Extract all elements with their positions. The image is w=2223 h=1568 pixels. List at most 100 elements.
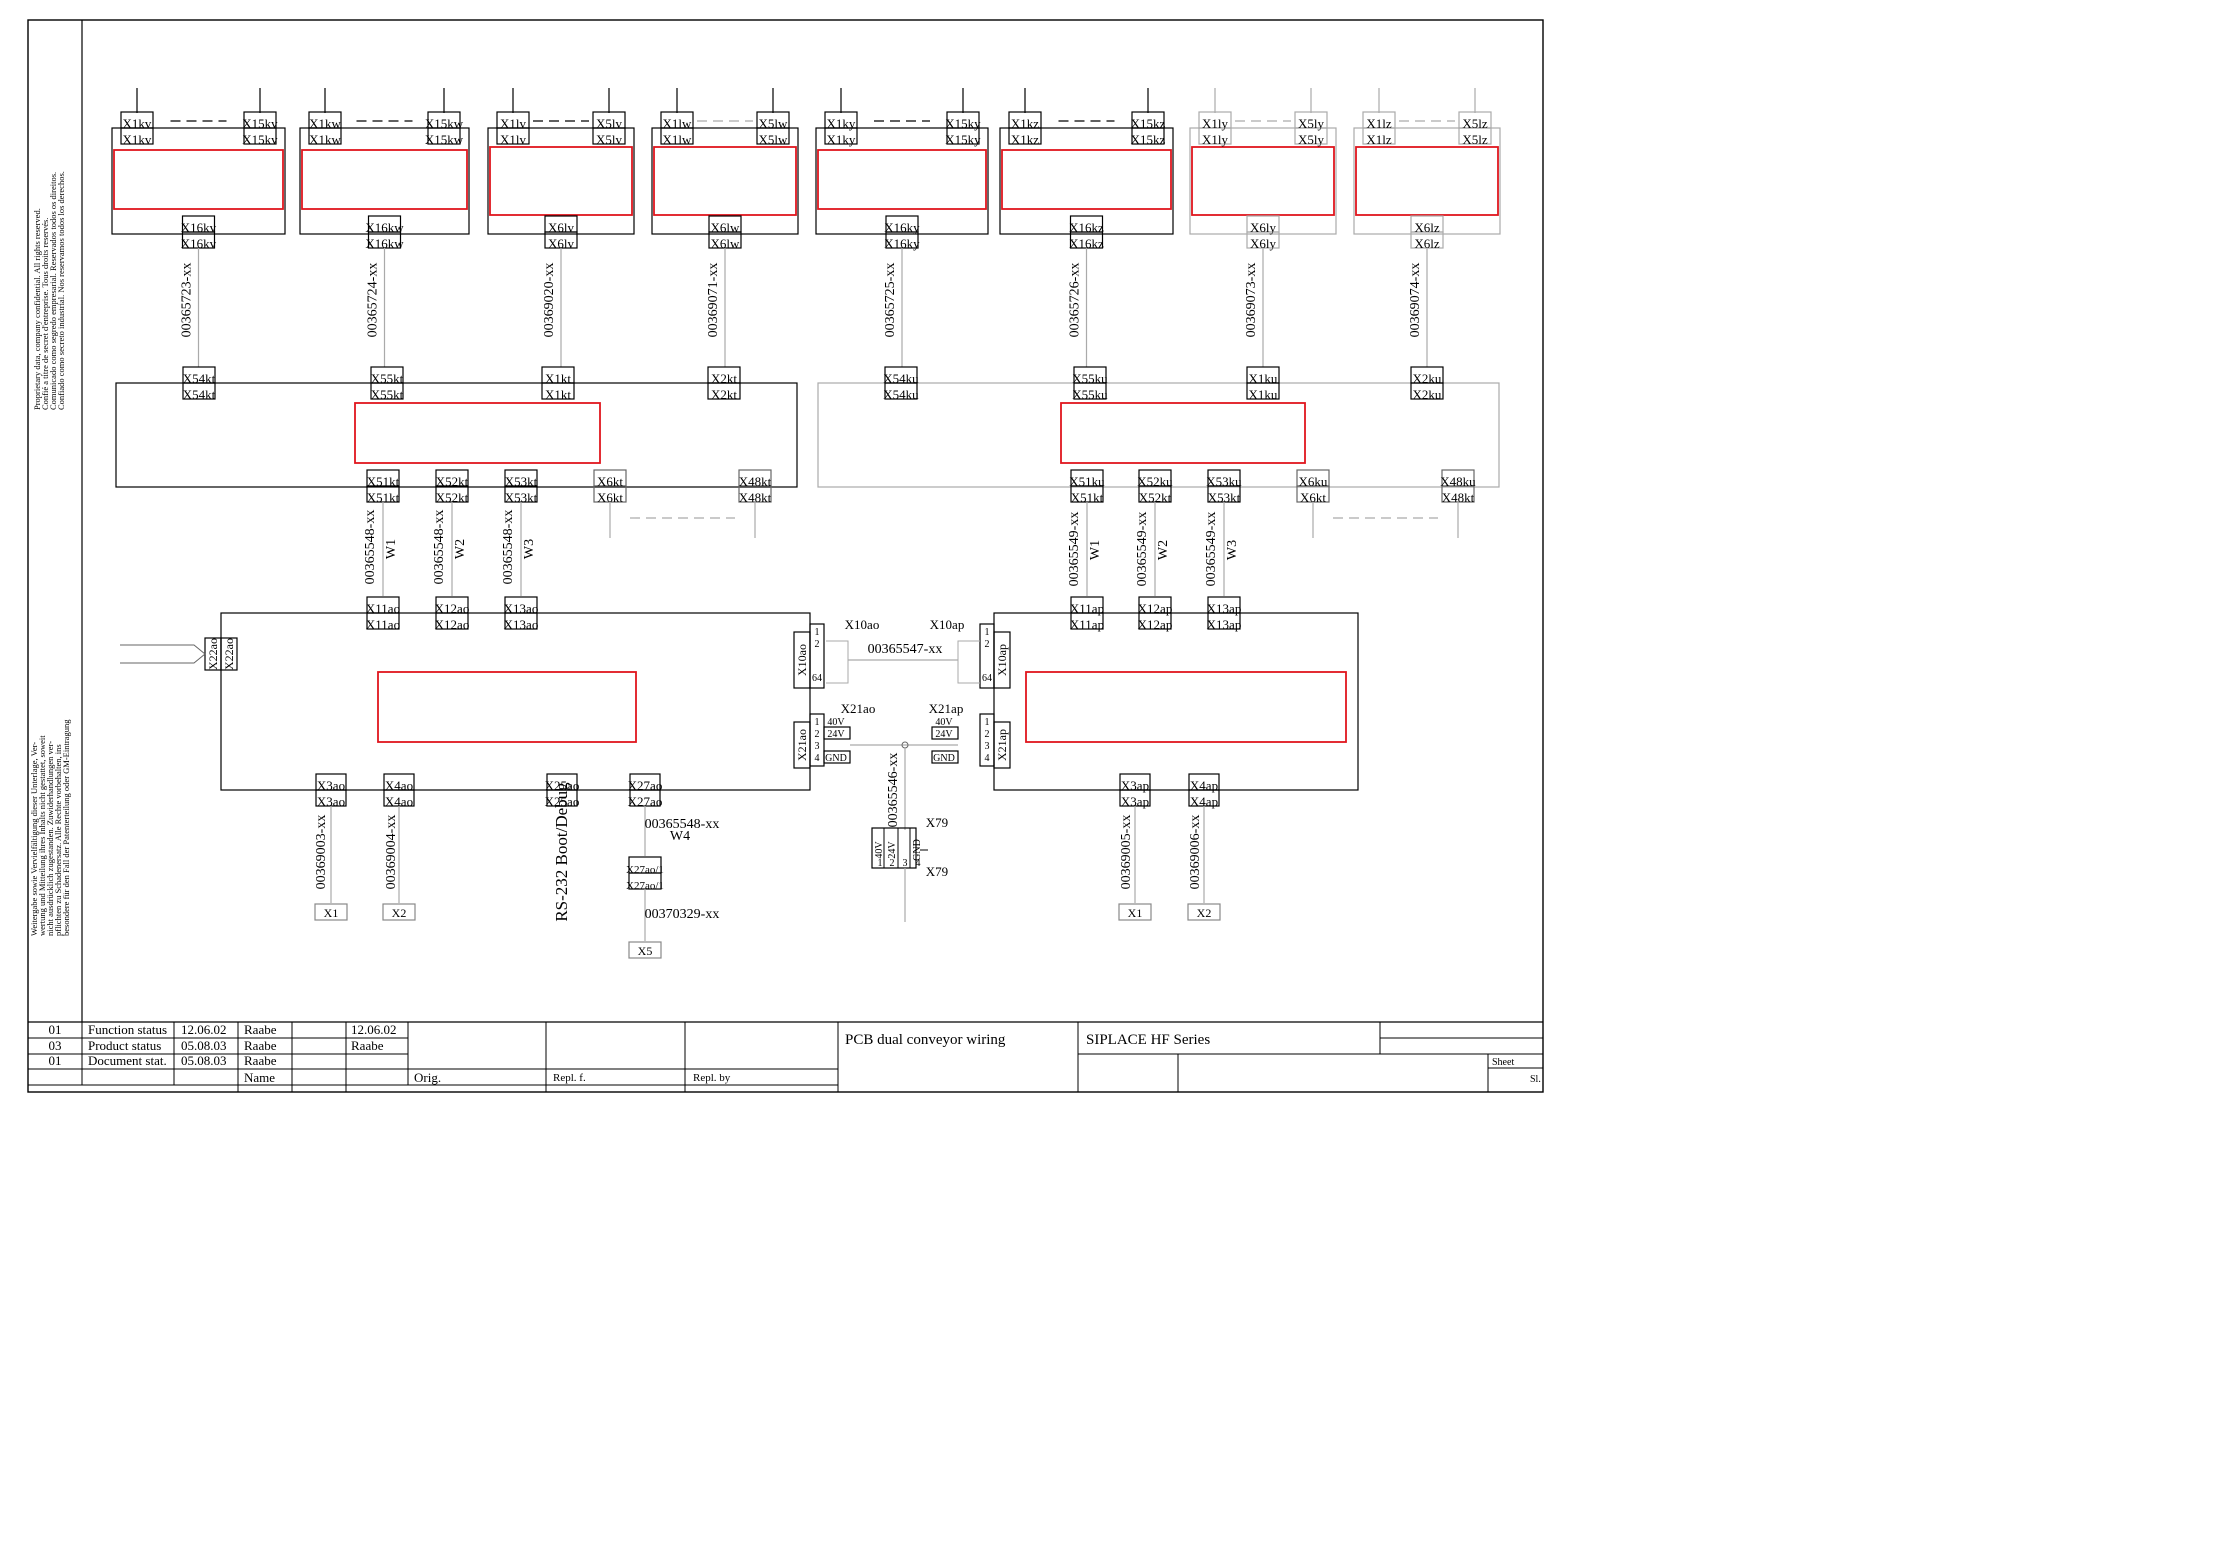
connector-box	[370, 382, 404, 400]
connector-label: X2ku	[1413, 371, 1442, 386]
connector-label: X16kv	[181, 236, 217, 251]
cable-label: 00365548-xx	[501, 510, 516, 585]
connector-label: X5lw	[759, 132, 789, 147]
connector-label: X4ao	[385, 794, 413, 809]
connector-label: X27ao	[628, 778, 663, 793]
connector-label: X48ku	[1440, 474, 1476, 489]
connector-label: X22ao	[206, 638, 220, 670]
connector-label: X16kz	[1069, 236, 1104, 251]
board-ao	[220, 612, 811, 791]
connector-label: X6lw	[711, 220, 741, 235]
signal-label: 40V	[827, 717, 845, 728]
connector-box	[496, 127, 530, 145]
side-note-line: Weitergabe sowie Vervielfältigung dieser…	[29, 742, 39, 936]
sheet-label: Sheet	[1492, 1057, 1514, 1068]
connector-label: X6lz	[1414, 220, 1440, 235]
connector-label: X1lw	[663, 132, 693, 147]
connector-box	[504, 612, 538, 630]
incoming-wire	[120, 653, 206, 664]
connector-label: X1ku	[1249, 387, 1278, 402]
connector-label: X25ao	[545, 794, 580, 809]
cable-label: 00369020-xx	[542, 263, 557, 338]
side-note-line: nicht ausdrücklich zugestanden. Zuwiderh…	[45, 741, 55, 936]
pin-number: 4	[985, 753, 990, 764]
connector-label: X2kt	[711, 387, 737, 402]
module-highlight	[489, 146, 633, 216]
connector-label: X6lv	[548, 220, 575, 235]
connector-box	[946, 127, 980, 145]
connector-label: X6lw	[711, 236, 741, 251]
connector-label: X51kt	[367, 474, 400, 489]
lower-boards: X11aoX11aoX12aoX12aoX13aoX13aoX11apX11ap…	[120, 596, 1359, 959]
board-ap-highlight	[1025, 671, 1347, 743]
status-index: 01	[49, 1053, 62, 1068]
status-author: Raabe	[244, 1038, 277, 1053]
connector-label: X48kt	[739, 490, 772, 505]
connector-label: X6ku	[1299, 474, 1328, 489]
cable-label: 00365546-xx	[886, 753, 901, 828]
cable-label: 00369073-xx	[1244, 263, 1259, 338]
cable-label: 00369004-xx	[384, 815, 399, 890]
connector-label: X1ky	[827, 132, 856, 147]
cable-label: 00369071-xx	[706, 263, 721, 338]
connector-label: X1lv	[500, 132, 527, 147]
connector-box	[1131, 127, 1165, 145]
module-body	[111, 127, 286, 235]
board-ku	[817, 382, 1500, 488]
pin-number: 2	[890, 858, 895, 869]
link-wire	[826, 640, 849, 684]
end-label: X1	[324, 906, 339, 920]
pin-strip	[979, 713, 995, 767]
pin-number: 4	[815, 753, 820, 764]
incoming-wire	[120, 644, 206, 655]
pin-number: 3	[985, 741, 990, 752]
cable-label: 00369005-xx	[1119, 815, 1134, 890]
status-author: Raabe	[244, 1053, 277, 1068]
connector-label: X10ap	[995, 644, 1009, 676]
pin-number: 1	[985, 627, 990, 638]
connector-label: X16kw	[365, 236, 404, 251]
top-modules: X1kvX1kvX15kvX15kvX16kvX16kv00365723-xxX…	[111, 88, 1501, 367]
module-highlight	[653, 146, 797, 216]
connector-box	[427, 127, 461, 145]
connector-label: X27ao/1	[626, 880, 664, 892]
status-extra: 12.06.02	[351, 1022, 397, 1037]
cable-label: 00365547-xx	[868, 642, 943, 657]
connector-box	[1073, 382, 1107, 400]
connector-label: X1ly	[1202, 116, 1229, 131]
end-box	[382, 903, 416, 921]
connector-label: X52ku	[1137, 474, 1173, 489]
repl-f-label: Repl. f.	[553, 1072, 586, 1084]
end-label: X1	[1128, 906, 1143, 920]
connector-box	[1362, 127, 1396, 145]
pin-number: 64	[812, 673, 822, 684]
connector-label: X16ky	[884, 236, 920, 251]
pin-number: 3	[815, 741, 820, 752]
connector-box	[182, 382, 216, 400]
cable-label: 00369006-xx	[1188, 815, 1203, 890]
connector-label: X1kt	[545, 371, 571, 386]
connector-label: X79	[926, 864, 948, 879]
connector-label: X52kt	[1139, 490, 1172, 505]
module-highlight	[1191, 146, 1335, 216]
connector-box	[366, 612, 400, 630]
module-highlight	[301, 149, 468, 210]
connector-label: X1ly	[1202, 132, 1229, 147]
connector-label: X16kz	[1069, 220, 1104, 235]
status-date: 05.08.03	[181, 1038, 227, 1053]
connector-label: X2kt	[711, 371, 737, 386]
sheet-abbr: Sl.	[1530, 1074, 1541, 1085]
connector-label: X6kt	[597, 474, 623, 489]
connector-box	[243, 127, 277, 145]
connector-label: X5lz	[1462, 116, 1488, 131]
cable-label: 00370329-xx	[645, 907, 720, 922]
status-index: 03	[49, 1038, 62, 1053]
connector-box	[1138, 612, 1172, 630]
connector-box	[546, 789, 578, 807]
status-date: 12.06.02	[181, 1022, 227, 1037]
